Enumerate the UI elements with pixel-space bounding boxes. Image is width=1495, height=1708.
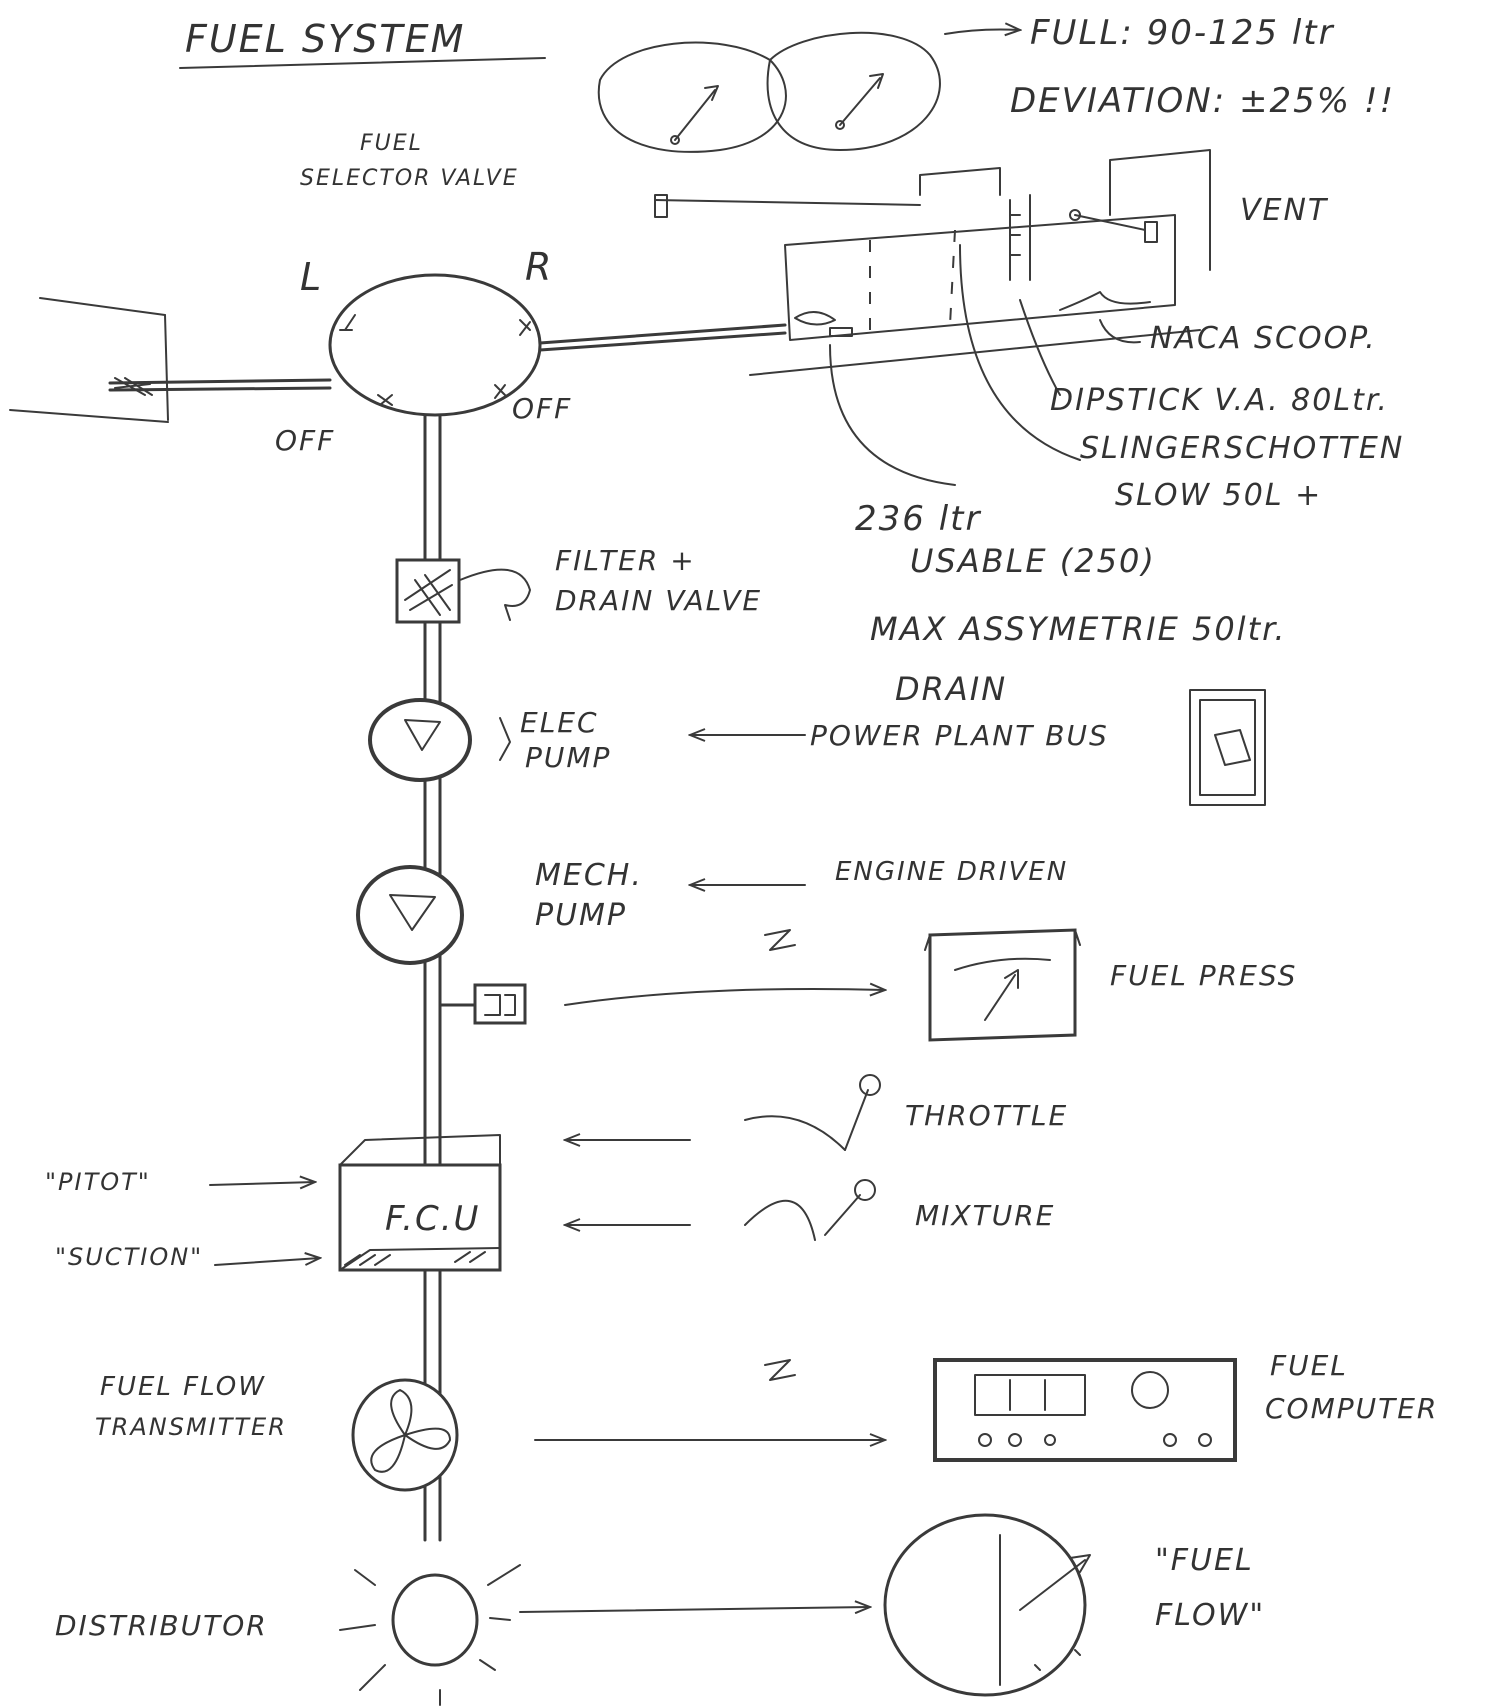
mech-pump-label-line1: MECH. [535, 858, 643, 893]
selector-arrow-r [520, 320, 530, 335]
fuel-press-gauge [925, 930, 1080, 1040]
slinger-note-line2: SLOW 50L + [1115, 478, 1322, 513]
selector-right-label: R [525, 245, 553, 289]
selector-left-label: L [300, 255, 323, 299]
power-plant-bus-label: POWER PLANT BUS [810, 719, 1109, 752]
press-bolt-icon [765, 930, 795, 950]
vent-label: VENT [1240, 193, 1329, 228]
usable-note-line2: USABLE (250) [910, 542, 1156, 580]
flow-bolt-icon [765, 1360, 795, 1380]
suction-arrow [215, 1258, 320, 1265]
mech-pump-label-line2: PUMP [535, 898, 627, 933]
flow-transmitter-label-line1: FUEL FLOW [100, 1372, 266, 1402]
page-title: FUEL SYSTEM [185, 17, 465, 61]
pressure-sensor [440, 985, 525, 1023]
selector-off-left: OFF [275, 424, 335, 457]
pitot-arrow [210, 1182, 315, 1185]
engine-driven-label: ENGINE DRIVEN [835, 857, 1068, 887]
slinger-note-line1: SLINGERSCHOTTEN [1080, 431, 1404, 466]
fuel-flow-transmitter [353, 1380, 457, 1490]
pitot-label: "PITOT" [45, 1168, 151, 1196]
selector-off-right: OFF [512, 392, 572, 425]
filter-label-line1: FILTER + [555, 544, 696, 577]
suction-label: "SUCTION" [55, 1243, 203, 1271]
fuel-computer-icon [935, 1360, 1235, 1460]
fuel-quantity-gauges [599, 30, 1020, 152]
full-quantity-note: FULL: 90-125 ltr [1030, 13, 1335, 53]
filter-label-line2: DRAIN VALVE [555, 584, 762, 617]
mixture-lever-icon [745, 1180, 875, 1240]
throttle-label: THROTTLE [905, 1099, 1068, 1132]
fcu-label: F.C.U [385, 1199, 480, 1239]
asymmetry-note: MAX ASSYMETRIE 50ltr. [870, 610, 1287, 648]
fuel-flow-gauge [885, 1515, 1090, 1695]
fuel-flow-label-line1: "FUEL [1155, 1543, 1254, 1578]
fuel-press-signal-arrow [565, 989, 885, 1005]
throttle-lever-icon [745, 1075, 880, 1150]
fuel-press-label: FUEL PRESS [1110, 959, 1297, 992]
distributor [340, 1565, 520, 1705]
electric-pump [370, 700, 510, 780]
dipstick-note: DIPSTICK V.A. 80Ltr. [1050, 383, 1389, 418]
mixture-label: MIXTURE [915, 1199, 1055, 1232]
fuel-selector-valve [330, 275, 540, 415]
distributor-arrow [520, 1607, 870, 1612]
left-quantity-gauge-icon [599, 43, 786, 152]
filter-drain-valve [397, 560, 530, 622]
fuel-computer-label-line1: FUEL [1270, 1349, 1348, 1382]
distributor-label: DISTRIBUTOR [55, 1609, 268, 1642]
fuel-computer-label-line2: COMPUTER [1265, 1392, 1438, 1425]
fuel-flow-label-line2: FLOW" [1155, 1598, 1265, 1633]
usable-note-line1: 236 ltr [855, 499, 981, 539]
selector-arrow-l [340, 315, 355, 330]
right-quantity-gauge-icon [768, 33, 940, 150]
deviation-note: DEVIATION: ±25% !! [1010, 81, 1395, 121]
power-switch-icon [1190, 690, 1265, 805]
left-tank-lines [10, 298, 330, 422]
drain-note: DRAIN [895, 670, 1007, 708]
selector-label-line2: SELECTOR VALVE [300, 166, 519, 191]
elec-pump-label-line1: ELEC [520, 706, 599, 739]
naca-scoop-label: NACA SCOOP. [1150, 321, 1377, 356]
electric-bolt-icon [500, 718, 510, 760]
flow-transmitter-label-line2: TRANSMITTER [95, 1413, 287, 1441]
mechanical-pump [358, 867, 462, 963]
selector-label-line1: FUEL [360, 131, 423, 156]
elec-pump-label-line2: PUMP [525, 741, 611, 774]
